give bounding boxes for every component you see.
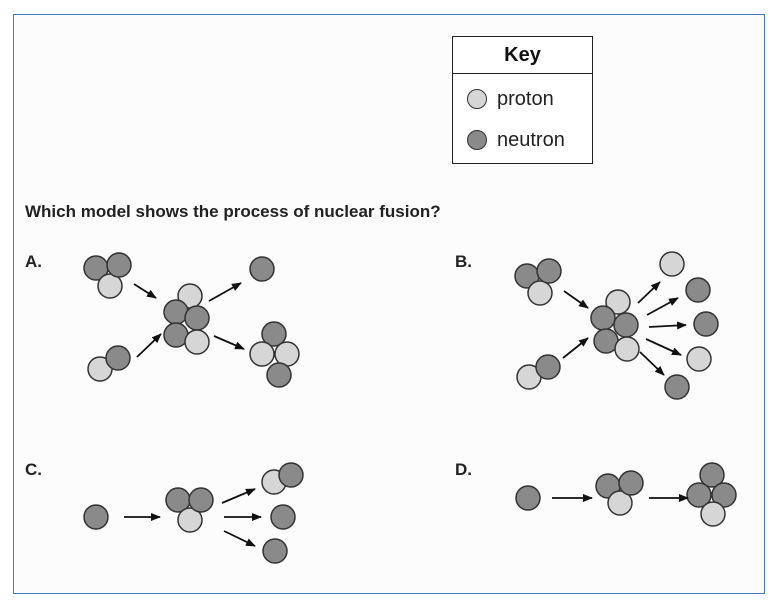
reaction-arrow: [637, 281, 661, 304]
neutron-particle: [664, 374, 690, 400]
neutron-particle: [266, 362, 292, 388]
neutron-particle: [163, 299, 189, 325]
neutron-particle: [590, 305, 616, 331]
neutron-particle: [685, 277, 711, 303]
legend-key: Key proton neutron: [452, 36, 593, 164]
reaction-arrow: [208, 282, 242, 302]
proton-swatch-icon: [467, 89, 487, 109]
neutron-particle: [262, 538, 288, 564]
option-a-label[interactable]: A.: [25, 252, 42, 271]
proton-particle: [184, 329, 210, 355]
key-row-neutron: neutron: [467, 126, 565, 154]
reaction-arrow: [646, 297, 679, 316]
proton-particle: [605, 289, 631, 315]
neutron-particle: [536, 258, 562, 284]
neutron-particle: [535, 354, 561, 380]
proton-particle: [607, 490, 633, 516]
reaction-arrow: [213, 335, 245, 350]
neutron-particle: [693, 311, 719, 337]
neutron-particle: [188, 487, 214, 513]
neutron-particle: [515, 485, 541, 511]
question-frame: [13, 14, 765, 594]
reaction-arrow: [645, 338, 682, 356]
option-b-label[interactable]: B.: [455, 252, 472, 271]
reaction-arrow: [223, 530, 256, 547]
neutron-particle: [261, 321, 287, 347]
neutron-particle: [106, 252, 132, 278]
reaction-arrow: [136, 333, 162, 358]
neutron-swatch-icon: [467, 130, 487, 150]
neutron-particle: [699, 462, 725, 488]
proton-particle: [700, 501, 726, 527]
neutron-particle: [105, 345, 131, 371]
proton-particle: [614, 336, 640, 362]
option-d-label[interactable]: D.: [455, 460, 472, 479]
proton-particle: [527, 280, 553, 306]
neutron-particle: [83, 504, 109, 530]
option-c-label[interactable]: C.: [25, 460, 42, 479]
key-label-proton: proton: [497, 87, 554, 110]
reaction-arrow: [221, 488, 256, 504]
reaction-arrow: [563, 290, 589, 309]
neutron-particle: [711, 482, 737, 508]
reaction-arrow: [562, 337, 589, 359]
proton-particle: [249, 341, 275, 367]
proton-particle: [177, 507, 203, 533]
neutron-particle: [184, 305, 210, 331]
proton-particle: [686, 346, 712, 372]
neutron-particle: [278, 462, 304, 488]
reaction-arrow: [133, 283, 157, 299]
proton-particle: [659, 251, 685, 277]
neutron-particle: [270, 504, 296, 530]
key-row-proton: proton: [467, 85, 554, 113]
reaction-arrow: [639, 351, 665, 376]
neutron-particle: [249, 256, 275, 282]
reaction-arrow: [648, 321, 687, 330]
question-text: Which model shows the process of nuclear…: [25, 202, 441, 221]
key-label-neutron: neutron: [497, 128, 565, 151]
key-title: Key: [453, 37, 592, 74]
neutron-particle: [618, 470, 644, 496]
neutron-particle: [613, 312, 639, 338]
